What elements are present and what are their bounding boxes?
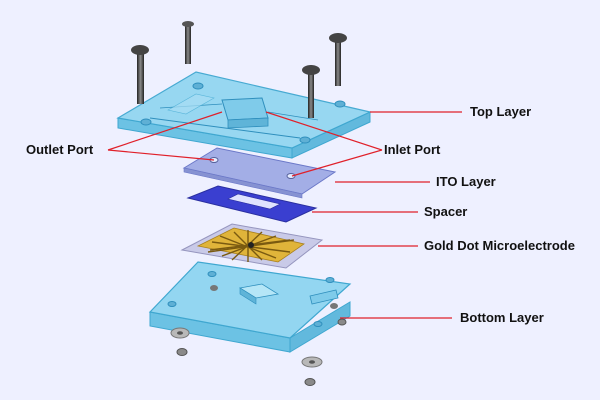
screw-4 <box>302 65 320 118</box>
gold-microelectrode-slide <box>180 223 324 269</box>
leader-inlet-port-1 <box>265 111 383 151</box>
label-inlet-port: Inlet Port <box>384 142 441 157</box>
screw-1 <box>182 21 194 64</box>
nut-3 <box>337 318 347 326</box>
label-spacer: Spacer <box>424 204 468 219</box>
washer-2 <box>301 356 323 368</box>
label-gold-dot-microelectrode: Gold Dot Microelectrode <box>424 238 575 253</box>
bottom-layer-block <box>148 261 352 353</box>
top-layer-block <box>116 71 372 159</box>
label-top-layer: Top Layer <box>470 104 532 119</box>
ito-layer-plate <box>182 147 337 199</box>
screw-2 <box>131 45 149 104</box>
leader-inlet-port-2 <box>291 149 383 177</box>
leader-outlet-port-1 <box>107 111 223 151</box>
screw-3 <box>329 33 347 86</box>
nut-1 <box>176 348 188 356</box>
nut-2 <box>304 378 316 386</box>
label-ito-layer: ITO Layer <box>436 174 496 189</box>
leader-outlet-port-2 <box>107 149 215 161</box>
label-outlet-port: Outlet Port <box>26 142 94 157</box>
washer-1 <box>170 327 190 339</box>
label-bottom-layer: Bottom Layer <box>460 310 544 325</box>
spacer-sheet <box>186 185 318 223</box>
